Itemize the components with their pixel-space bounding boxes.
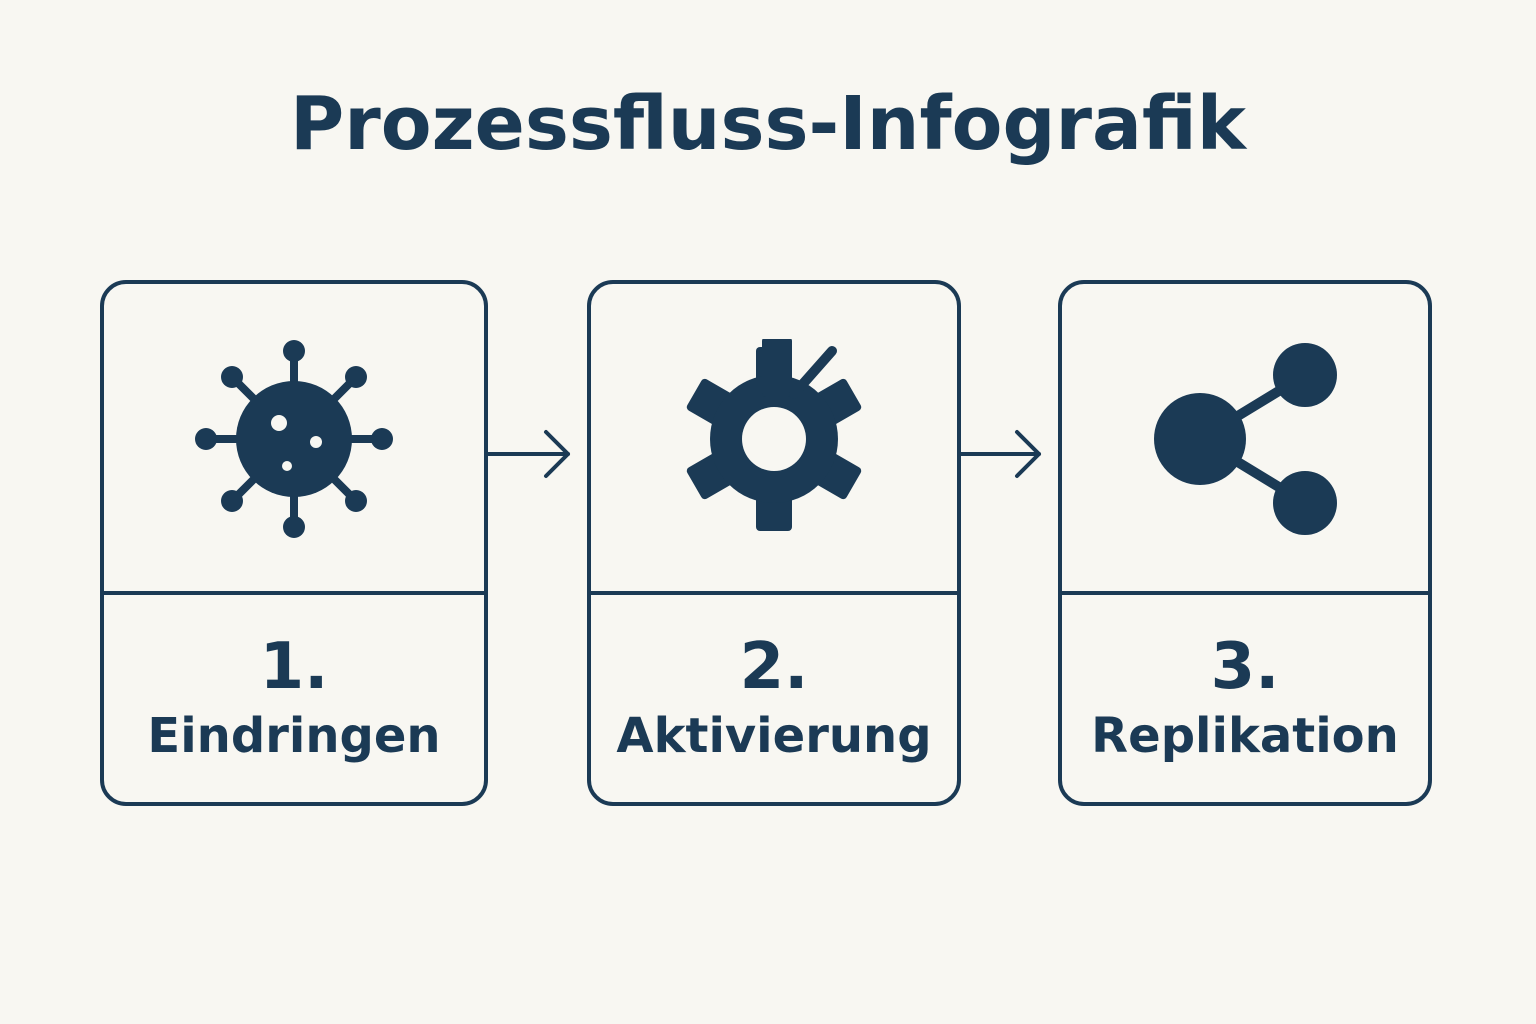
step-card-1: 1. Eindringen bbox=[100, 280, 488, 806]
page-title: Prozessfluss-Infografik bbox=[290, 81, 1246, 167]
step-icon-area bbox=[1062, 284, 1428, 593]
virus-icon bbox=[195, 339, 393, 538]
gear-icon bbox=[686, 338, 862, 531]
step-card-3: 3. Replikation bbox=[1058, 280, 1432, 806]
step-number: 2. bbox=[739, 630, 809, 704]
step-card-2: 2. Aktivierung bbox=[587, 280, 961, 806]
step-divider bbox=[591, 591, 957, 595]
step-icon-area bbox=[104, 284, 484, 593]
step-divider bbox=[104, 591, 484, 595]
step-number: 1. bbox=[259, 630, 329, 704]
arrow-right-icon bbox=[961, 430, 1041, 478]
step-number: 3. bbox=[1210, 630, 1280, 704]
step-label: Replikation bbox=[1091, 708, 1399, 764]
share-network-icon bbox=[1154, 342, 1337, 535]
step-label: Eindringen bbox=[147, 708, 441, 764]
step-icon-area bbox=[591, 284, 957, 593]
arrow-right-icon bbox=[488, 430, 570, 478]
step-label: Aktivierung bbox=[616, 708, 932, 764]
step-divider bbox=[1062, 591, 1428, 595]
